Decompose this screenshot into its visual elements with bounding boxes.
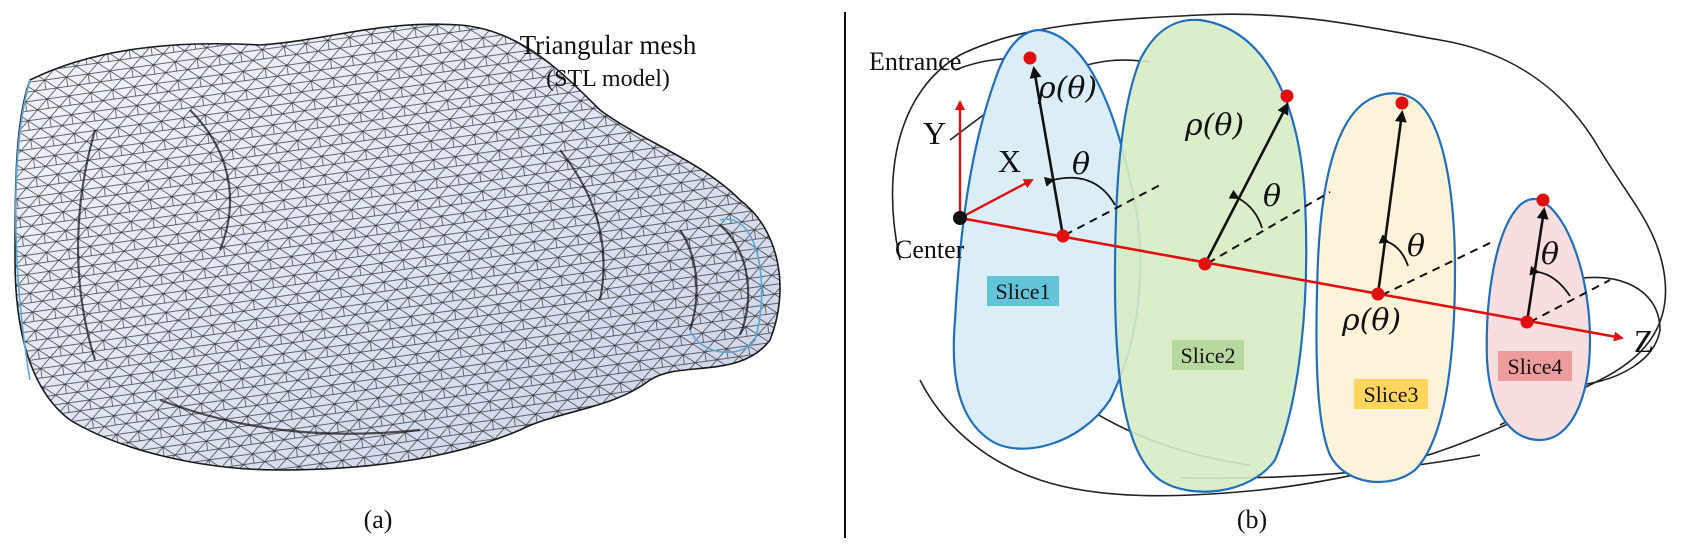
slice-3-label: Slice3	[1364, 382, 1419, 407]
slice-1-boundary-point	[1023, 51, 1037, 65]
theta-label-1: θ	[1072, 147, 1090, 182]
slice-3-boundary-point	[1395, 96, 1409, 110]
slice-4-label: Slice4	[1508, 354, 1563, 379]
axis-z-label: Z	[1634, 323, 1654, 359]
entrance-label: Entrance	[869, 47, 961, 76]
slice-4	[1485, 197, 1592, 442]
coordinate-frame	[953, 100, 1624, 342]
panel-a: Triangular mesh (STL model) (a)	[14, 23, 781, 534]
slice-2-boundary-point	[1280, 89, 1294, 103]
slice-4-label-box: Slice4	[1498, 351, 1572, 381]
axis-z-arrow	[959, 216, 1624, 342]
rho-vector-1	[1029, 66, 1065, 237]
slice-2-label: Slice2	[1181, 343, 1236, 368]
axis-x-label: X	[998, 143, 1021, 179]
mesh-title: Triangular mesh	[520, 30, 697, 60]
slice-4-region	[1485, 197, 1592, 442]
theta-arcs	[1044, 176, 1571, 297]
rho-label-2: ρ(θ)	[1184, 108, 1244, 143]
theta-arc-2	[1228, 189, 1263, 229]
center-point	[953, 211, 967, 225]
slice-4-boundary-point	[1536, 193, 1550, 207]
axis-x-arrow	[959, 178, 1034, 220]
mesh-opening-rim	[689, 218, 763, 354]
mesh-entrance-rim	[14, 79, 31, 381]
rho-vector-2	[1203, 102, 1289, 265]
theta-label-3: θ	[1407, 229, 1425, 264]
rho-vector-3	[1376, 110, 1407, 295]
reference-dashes	[1064, 184, 1611, 323]
slice-3-label-box: Slice3	[1354, 379, 1428, 409]
theta-label-2: θ	[1263, 179, 1281, 214]
theta-arc-1	[1044, 176, 1116, 206]
slice-4-center-point	[1520, 315, 1534, 329]
slice-1-label: Slice1	[996, 279, 1051, 304]
theta-label-4: θ	[1541, 237, 1559, 272]
axis-y-label: Y	[923, 115, 946, 151]
mesh-subtitle: (STL model)	[546, 66, 670, 92]
caption-a: (a)	[364, 505, 393, 534]
theta-arc-4	[1529, 265, 1571, 297]
center-label: Center	[895, 235, 965, 264]
caption-b: (b)	[1237, 505, 1267, 534]
panel-b: Entrance Y X Z Center ρ(θ) ρ(θ) ρ(θ) θ θ…	[869, 13, 1667, 534]
red-points	[1023, 51, 1550, 329]
rho-label-1: ρ(θ)	[1037, 71, 1097, 106]
slice-3-center-point	[1371, 287, 1385, 301]
rho-label-3: ρ(θ)	[1341, 303, 1401, 338]
slice-1-label-box: Slice1	[987, 276, 1059, 306]
mesh-folds	[77, 109, 750, 435]
slice-2-label-box: Slice2	[1172, 340, 1244, 370]
slice-2-center-point	[1198, 257, 1212, 271]
slice-1-center-point	[1056, 229, 1070, 243]
stl-mesh-wireframe	[15, 24, 780, 470]
theta-arc-3	[1378, 234, 1409, 267]
